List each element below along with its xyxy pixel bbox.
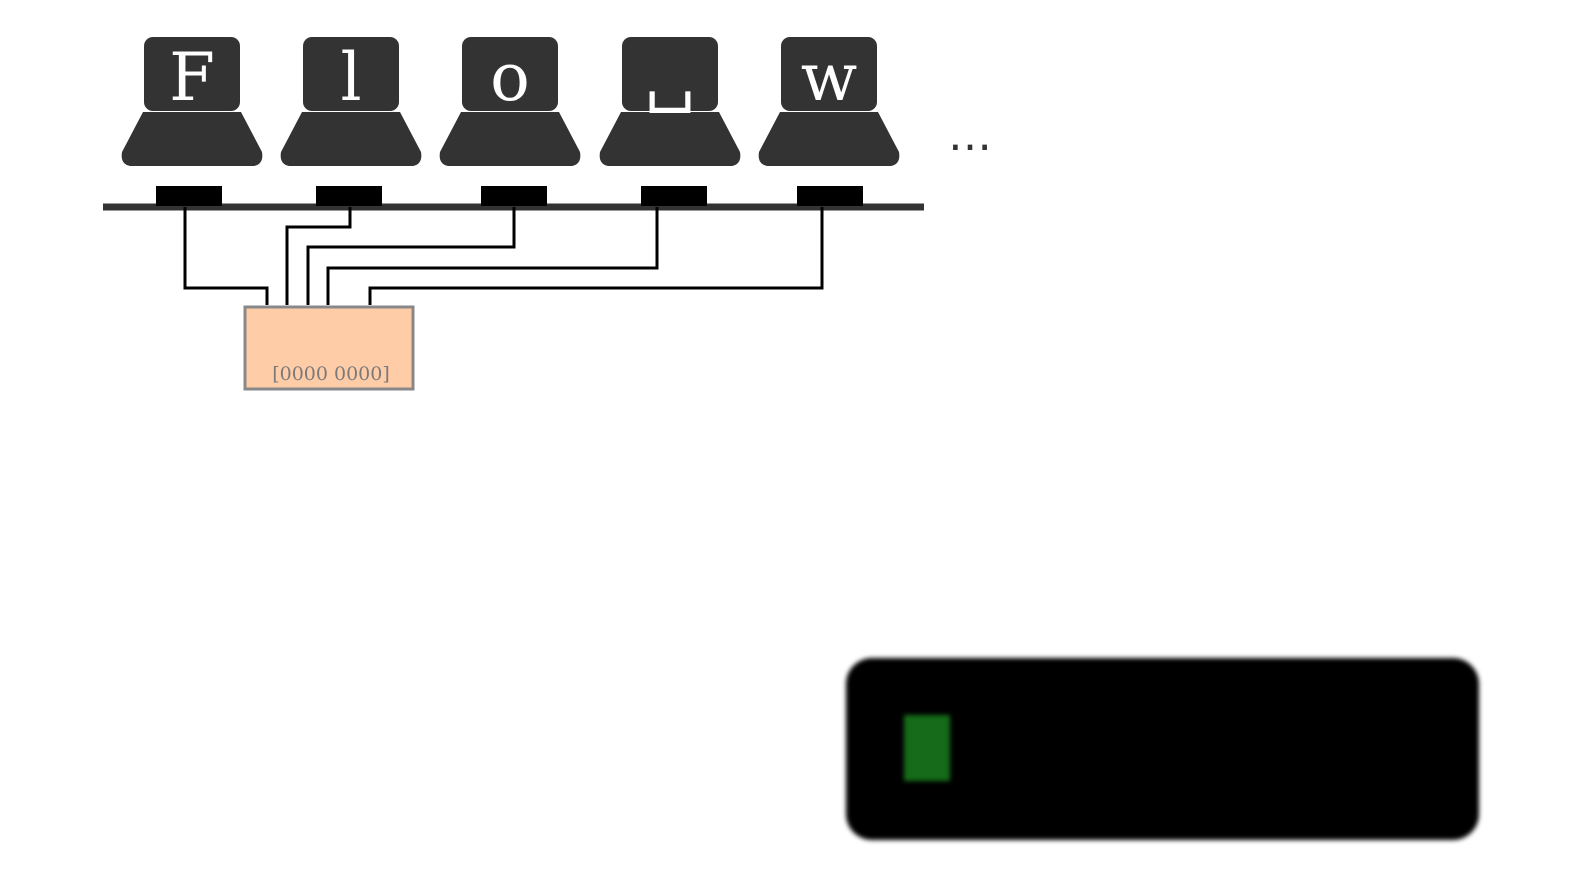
key-5: w [758, 37, 900, 166]
bus-connector-2 [316, 186, 382, 206]
key-4: ␣ [599, 37, 741, 166]
key-cap [303, 37, 399, 111]
key-base [439, 112, 581, 166]
wire-key-1 [183, 207, 269, 305]
wire-key-5 [368, 207, 824, 305]
key-glyph: F [169, 39, 215, 116]
wire-key-4 [326, 207, 659, 305]
key-glyph: ␣ [645, 37, 695, 114]
register-box: [0000 0000] [243, 305, 415, 391]
key-base [599, 112, 741, 166]
key-cap [781, 37, 877, 111]
register-value: [0000 0000] [272, 363, 390, 385]
bus-connector-3 [481, 186, 547, 206]
wire-key-3 [306, 207, 516, 305]
bus-connector-1 [156, 186, 222, 206]
key-cap [144, 37, 240, 111]
key-cap [462, 37, 558, 111]
key-glyph: o [490, 39, 530, 116]
bus-connectors [156, 186, 863, 206]
key-base [280, 112, 422, 166]
terminal-panel [846, 658, 1479, 840]
key-glyph: w [801, 39, 858, 116]
bus-connector-5 [797, 186, 863, 206]
key-1: F [121, 37, 263, 166]
register-rect [243, 305, 415, 391]
terminal-cursor [904, 715, 950, 781]
key-base [121, 112, 263, 166]
bus-connector-4 [641, 186, 707, 206]
key-cap [622, 37, 718, 111]
ellipsis-text: … [948, 110, 992, 161]
wires [183, 207, 824, 305]
key-glyph: l [340, 39, 361, 116]
key-2: l [280, 37, 422, 166]
key-3: o [439, 37, 581, 166]
key-base [758, 112, 900, 166]
wire-key-2 [285, 207, 352, 305]
